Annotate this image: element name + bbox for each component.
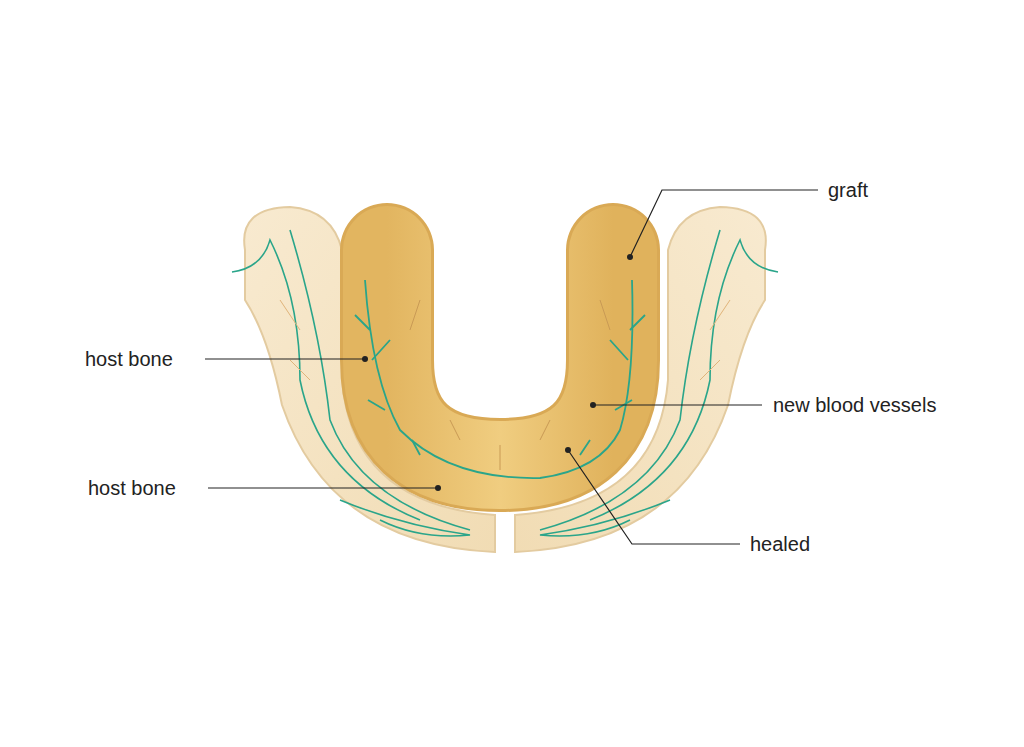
part-label: new blood vessels — [773, 393, 936, 417]
part-label: graft — [828, 178, 868, 202]
host-bone — [232, 207, 778, 552]
leader-dots — [362, 254, 633, 491]
leader-lines — [205, 190, 818, 544]
part-label: healed — [750, 532, 810, 556]
part-label: host bone — [88, 476, 176, 500]
graft — [355, 250, 645, 478]
part-label: host bone — [85, 347, 173, 371]
